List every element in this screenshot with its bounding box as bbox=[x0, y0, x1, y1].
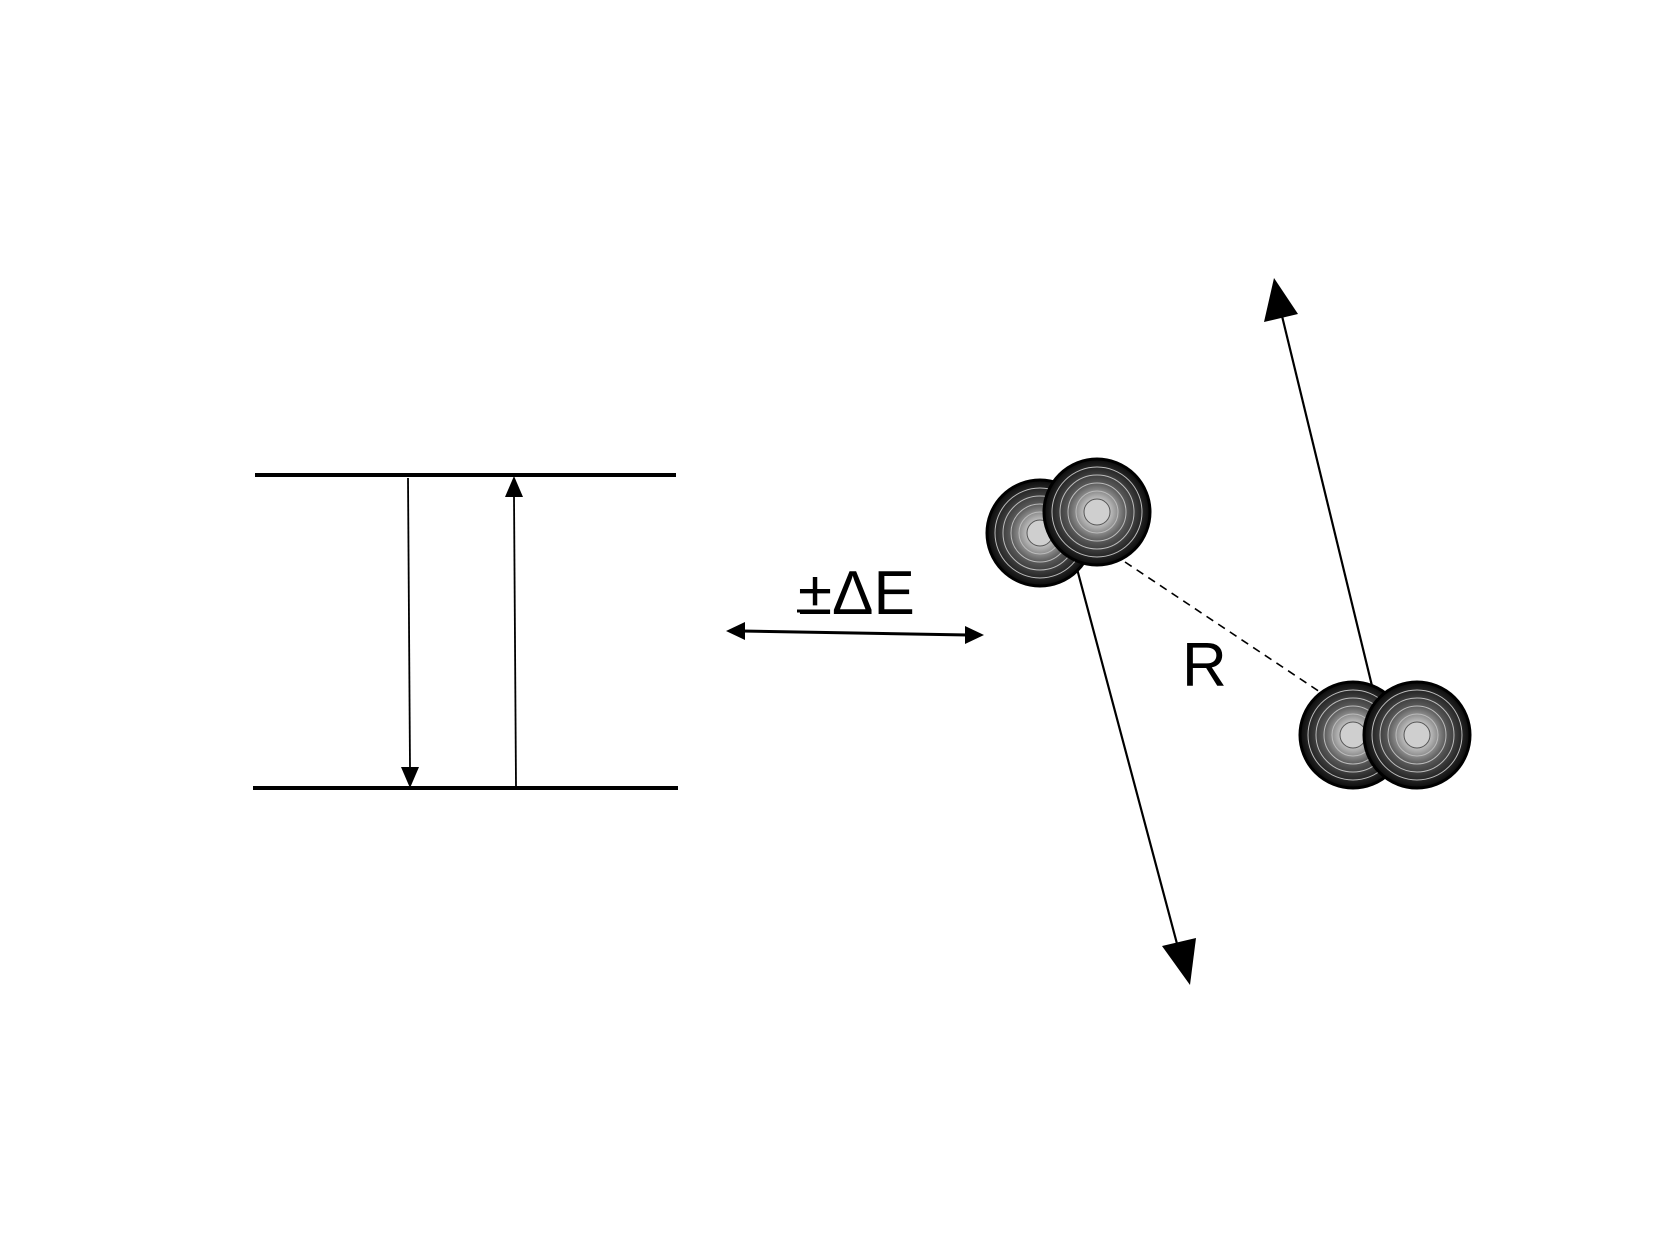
molecule-2-dipole-arrow bbox=[1264, 278, 1375, 691]
molecule-1-atom-right bbox=[1042, 457, 1152, 567]
upward-transition-arrow bbox=[505, 476, 523, 788]
molecule-2 bbox=[1264, 278, 1472, 790]
molecule-1 bbox=[985, 457, 1196, 985]
energy-exchange-label: ±ΔE bbox=[798, 559, 915, 628]
distance-label: R bbox=[1182, 631, 1227, 700]
molecule-1-dipole-arrow bbox=[1066, 534, 1196, 985]
double-arrow-icon bbox=[726, 622, 984, 644]
molecule-2-atom-right bbox=[1362, 680, 1472, 790]
downward-transition-arrow bbox=[401, 477, 419, 788]
intermolecular-distance-line bbox=[1124, 561, 1324, 695]
energy-level-diagram bbox=[253, 473, 678, 790]
